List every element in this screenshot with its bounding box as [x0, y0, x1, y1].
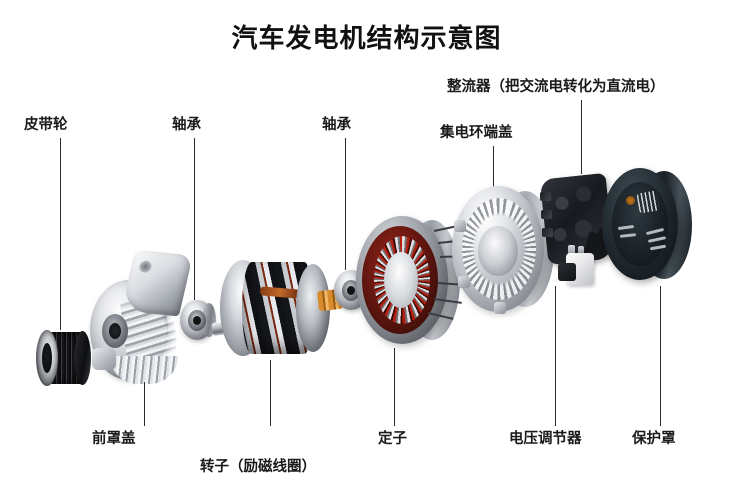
end-cover-center-hub: [478, 226, 518, 276]
rectifier-terminal-post: [540, 192, 551, 201]
leader-voltage-regulator: [555, 286, 557, 426]
leader-bearing-front: [194, 138, 196, 300]
leader-stator: [394, 348, 396, 426]
leader-slip-ring-end-cover: [493, 146, 495, 200]
part-stator: [356, 216, 468, 348]
protective-cover-wire-bundle: [636, 190, 660, 214]
leader-rectifier: [581, 100, 583, 174]
stator-bore: [384, 252, 418, 308]
leader-pulley: [60, 138, 62, 330]
pulley-rear-rim: [74, 331, 91, 385]
part-front-housing: [88, 249, 200, 384]
label-slip-ring-end-cover: 集电环端盖: [440, 125, 513, 141]
rectifier-terminal-post: [541, 210, 552, 219]
part-slip-ring-end-cover: [452, 186, 558, 316]
part-protective-cover: [602, 168, 694, 284]
front-housing-skirt: [110, 356, 178, 384]
regulator-connector-block: [558, 263, 576, 281]
regulator-brush: [578, 246, 584, 256]
label-pulley: 皮带轮: [24, 117, 68, 133]
page-title: 汽车发电机结构示意图: [231, 24, 502, 54]
end-cover-lug: [494, 302, 506, 314]
label-rotor: 转子（励磁线圈）: [200, 459, 316, 475]
end-cover-lug: [454, 220, 466, 232]
front-housing-hub: [102, 314, 128, 348]
part-voltage-regulator: [556, 245, 602, 289]
leader-bearing-rear: [345, 138, 347, 270]
front-housing-boss: [92, 348, 116, 370]
protective-cover-terminal: [626, 196, 635, 205]
label-bearing-front: 轴承: [172, 117, 201, 133]
part-rectifier: [539, 170, 624, 280]
label-protective-cover: 保护罩: [632, 431, 676, 447]
bearing-bore: [347, 286, 355, 295]
rectifier-terminal-post: [542, 228, 553, 237]
regulator-brush: [568, 245, 575, 256]
label-front-housing: 前罩盖: [92, 431, 136, 447]
end-cover-lug: [458, 276, 470, 288]
label-rectifier: 整流器（把交流电转化为直流电）: [447, 79, 665, 95]
label-bearing-rear: 轴承: [322, 117, 351, 133]
leader-front-housing: [144, 382, 146, 426]
part-rotor: [211, 258, 350, 362]
part-bearing-front: [180, 300, 216, 340]
label-stator: 定子: [378, 431, 407, 447]
leader-rotor: [270, 360, 272, 426]
part-pulley: [36, 330, 92, 386]
leader-protective-cover: [660, 286, 662, 426]
bearing-bore: [193, 316, 201, 325]
label-voltage-regulator: 电压调节器: [509, 431, 582, 447]
pulley-front-rim: [36, 330, 58, 386]
